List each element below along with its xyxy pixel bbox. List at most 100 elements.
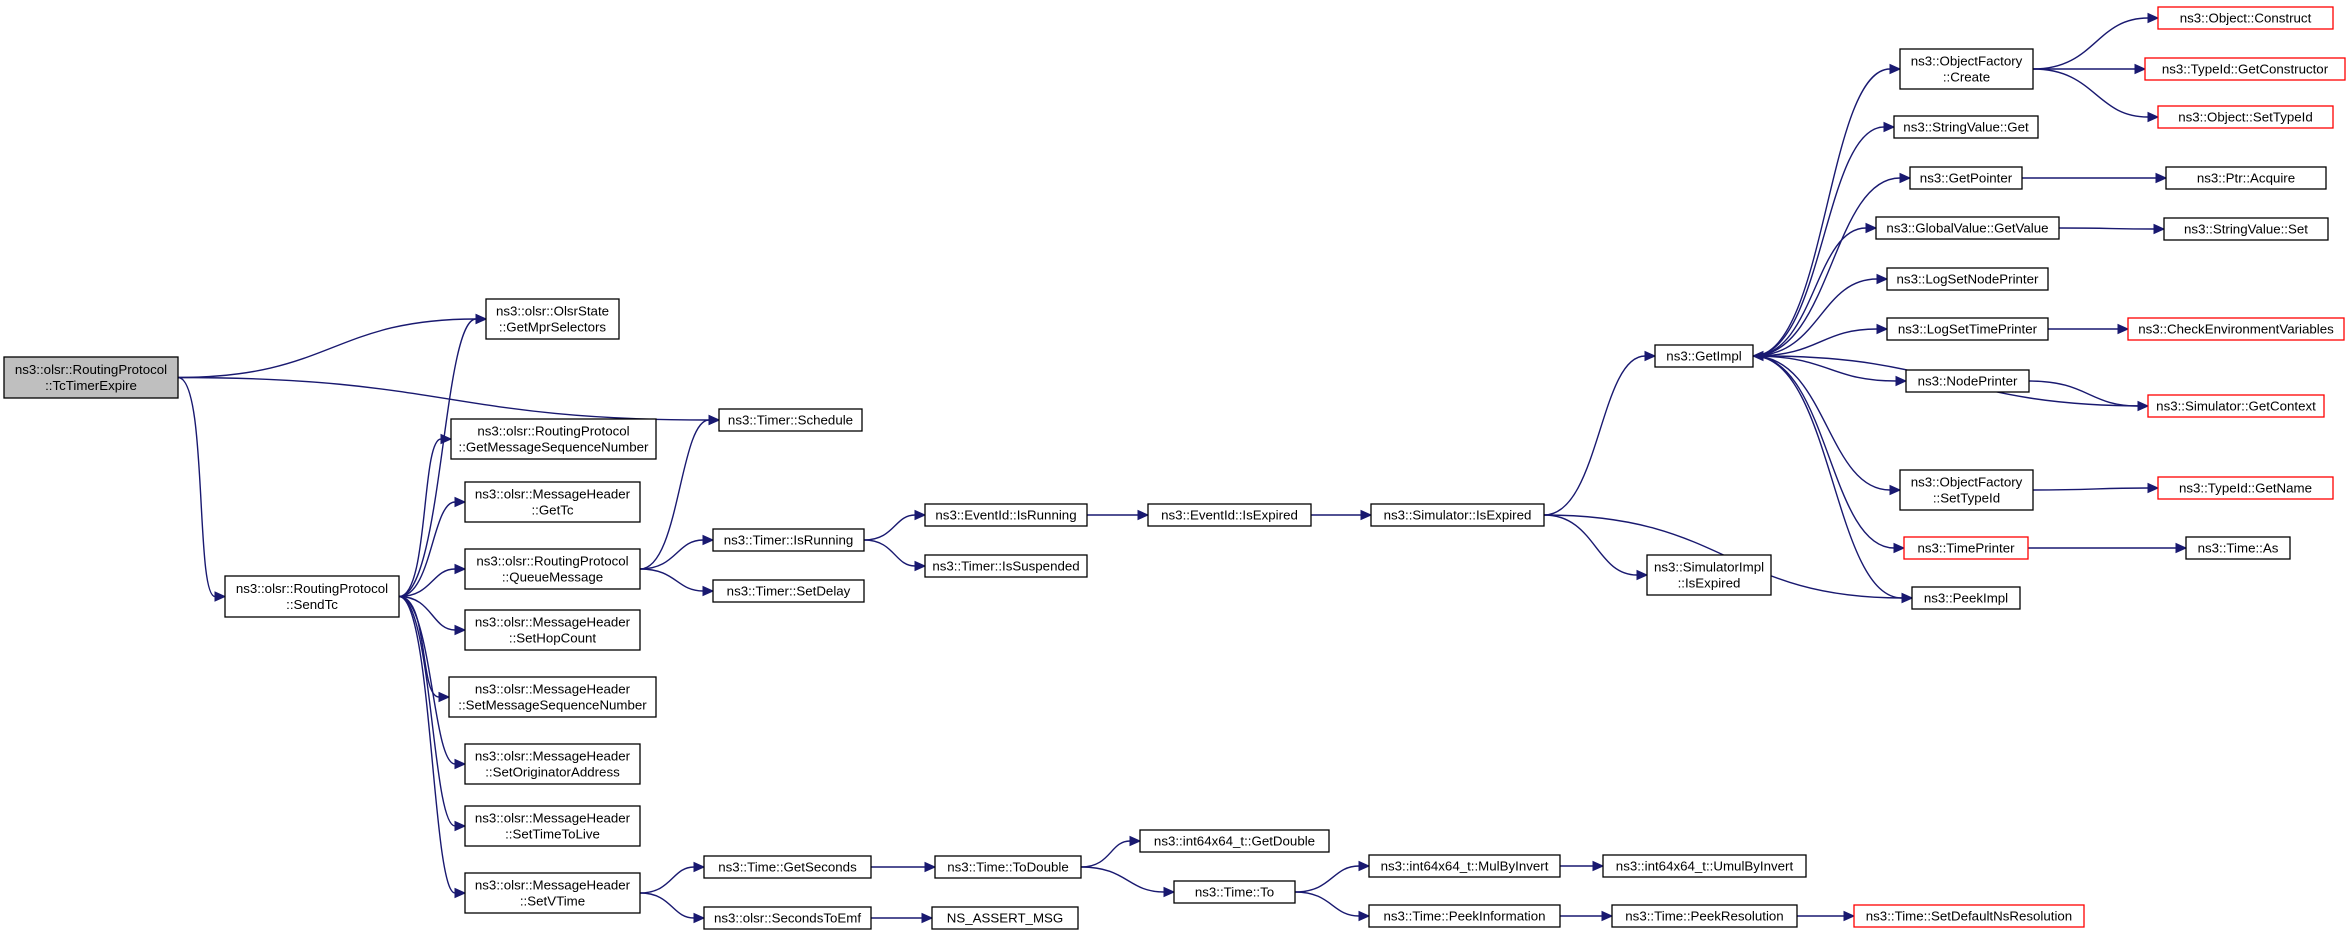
edge-timeto-peekinfo: [1294, 891, 1371, 922]
edge-getimpl-ofsettid: [1752, 355, 1902, 496]
edge-lstp-checkenv: [2048, 323, 2130, 335]
arrowhead: [2147, 482, 2160, 494]
node-mpr[interactable]: ns3::olsr::OlsrState::GetMprSelectors: [485, 298, 620, 340]
node-nsassert[interactable]: NS_ASSERT_MSG: [931, 906, 1079, 930]
edge-line: [2032, 68, 2149, 118]
node-box: [2185, 536, 2291, 560]
edge-qmsg-sched: [639, 414, 721, 570]
node-lstp[interactable]: ns3::LogSetTimePrinter: [1886, 317, 2049, 341]
edge-line: [2028, 380, 2139, 407]
node-checkenv[interactable]: ns3::CheckEnvironmentVariables: [2127, 317, 2345, 341]
node-objconstruct[interactable]: ns3::Object::Construct: [2157, 6, 2334, 30]
arrowhead: [2153, 223, 2166, 235]
node-label: ::SetHopCount: [509, 631, 597, 646]
node-timepr[interactable]: ns3::TimePrinter: [1903, 536, 2029, 560]
node-tidgetname[interactable]: ns3::TypeId::GetName: [2157, 476, 2334, 500]
node-sched[interactable]: ns3::Timer::Schedule: [718, 408, 863, 432]
edge-simexp-simimplexp: [1543, 514, 1649, 581]
edge-line: [639, 866, 695, 894]
edge-simexp-getimpl: [1543, 350, 1657, 516]
node-tidgetctor[interactable]: ns3::TypeId::GetConstructor: [2144, 57, 2346, 81]
node-peekimpl[interactable]: ns3::PeekImpl: [1911, 586, 2021, 610]
node-objsettid[interactable]: ns3::Object::SetTypeId: [2157, 105, 2334, 129]
node-timeto[interactable]: ns3::Time::To: [1173, 880, 1296, 904]
node-eidrun[interactable]: ns3::EventId::IsRunning: [924, 503, 1088, 527]
node-box: [1173, 880, 1296, 904]
node-gvget[interactable]: ns3::GlobalValue::GetValue: [1875, 216, 2060, 240]
node-box: [1602, 854, 1807, 878]
edge-ofcreate-objsettid: [2032, 68, 2160, 123]
node-timeas[interactable]: ns3::Time::As: [2185, 536, 2291, 560]
node-gmsn[interactable]: ns3::olsr::RoutingProtocol::GetMessageSe…: [450, 418, 657, 460]
node-sec2emf[interactable]: ns3::olsr::SecondsToEmf: [703, 906, 872, 930]
edge-sendtc-gmsn: [398, 433, 453, 598]
node-box: [485, 298, 620, 340]
node-ttl[interactable]: ns3::olsr::MessageHeader::SetTimeToLive: [464, 805, 641, 847]
node-box: [464, 743, 641, 785]
edge-vtime-sec2emf: [639, 892, 706, 924]
node-svset[interactable]: ns3::StringValue::Set: [2163, 217, 2329, 241]
node-smsn[interactable]: ns3::olsr::MessageHeader::SetMessageSequ…: [448, 676, 657, 718]
node-label: ns3::Timer::IsRunning: [724, 533, 854, 548]
node-mulbyinv[interactable]: ns3::int64x64_t::MulByInvert: [1368, 854, 1561, 878]
arrowhead: [924, 861, 937, 873]
node-box: [712, 579, 865, 603]
edge-qmsg-isrun: [639, 534, 715, 570]
node-simgetctx[interactable]: ns3::Simulator::GetContext: [2147, 394, 2325, 418]
edge-peekinfo-peekres: [1559, 910, 1614, 922]
node-issusp[interactable]: ns3::Timer::IsSuspended: [924, 554, 1088, 578]
node-eidexp[interactable]: ns3::EventId::IsExpired: [1147, 503, 1312, 527]
node-sendtc[interactable]: ns3::olsr::RoutingProtocol::SendTc: [224, 575, 400, 618]
arrowhead: [2155, 172, 2168, 184]
node-label: ns3::ObjectFactory: [1911, 54, 2023, 69]
node-peekinfo[interactable]: ns3::Time::PeekInformation: [1368, 904, 1561, 928]
node-ptracq[interactable]: ns3::Ptr::Acquire: [2165, 166, 2327, 190]
node-label: ns3::CheckEnvironmentVariables: [2138, 322, 2334, 337]
node-gettc[interactable]: ns3::olsr::MessageHeader::GetTc: [464, 481, 641, 523]
node-umulbyinv[interactable]: ns3::int64x64_t::UmulByInvert: [1602, 854, 1807, 878]
node-vtime[interactable]: ns3::olsr::MessageHeader::SetVTime: [464, 872, 641, 914]
node-label: ns3::Time::ToDouble: [947, 860, 1068, 875]
edge-line: [1294, 865, 1360, 893]
node-peekres[interactable]: ns3::Time::PeekResolution: [1611, 904, 1798, 928]
node-delay[interactable]: ns3::Timer::SetDelay: [712, 579, 865, 603]
node-svget[interactable]: ns3::StringValue::Get: [1893, 115, 2039, 139]
node-getptr[interactable]: ns3::GetPointer: [1909, 166, 2023, 190]
node-getdouble[interactable]: ns3::int64x64_t::GetDouble: [1139, 829, 1330, 853]
edge-line: [1080, 866, 1165, 893]
edge-getimpl-nodepr: [1752, 355, 1908, 387]
node-label: ns3::Simulator::IsExpired: [1384, 508, 1532, 523]
node-lsnp[interactable]: ns3::LogSetNodePrinter: [1886, 267, 2049, 291]
node-label: ns3::olsr::MessageHeader: [475, 749, 631, 764]
node-qmsg[interactable]: ns3::olsr::RoutingProtocol::QueueMessage: [464, 548, 641, 590]
node-todouble[interactable]: ns3::Time::ToDouble: [934, 855, 1082, 879]
edge-todouble-getdouble: [1080, 835, 1142, 868]
node-simexp[interactable]: ns3::Simulator::IsExpired: [1370, 503, 1545, 527]
node-box: [2163, 217, 2329, 241]
edge-line: [398, 595, 456, 894]
node-getimpl[interactable]: ns3::GetImpl: [1654, 344, 1754, 368]
arrowhead: [454, 563, 467, 575]
edges-layer: [177, 12, 2188, 924]
edge-line: [639, 419, 710, 570]
edge-line: [177, 376, 216, 598]
node-getsec[interactable]: ns3::Time::GetSeconds: [703, 855, 872, 879]
arrowhead: [1358, 910, 1371, 922]
node-label: ns3::olsr::MessageHeader: [475, 682, 631, 697]
node-isrun[interactable]: ns3::Timer::IsRunning: [712, 528, 865, 552]
node-orig[interactable]: ns3::olsr::MessageHeader::SetOriginatorA…: [464, 743, 641, 785]
node-box: [2144, 57, 2346, 81]
node-label: ::SetMessageSequenceNumber: [458, 698, 647, 713]
node-ofcreate[interactable]: ns3::ObjectFactory::Create: [1899, 48, 2034, 90]
edge-sendtc-ttl: [398, 595, 467, 832]
node-box: [2157, 476, 2334, 500]
node-nodepr[interactable]: ns3::NodePrinter: [1905, 369, 2030, 393]
node-ofsettid[interactable]: ns3::ObjectFactory::SetTypeId: [1899, 469, 2034, 511]
edge-getimpl-getptr: [1752, 172, 1912, 357]
node-setdefres[interactable]: ns3::Time::SetDefaultNsResolution: [1853, 904, 2085, 928]
edge-sendtc-mpr: [398, 313, 488, 598]
node-simimplexp[interactable]: ns3::SimulatorImpl::IsExpired: [1646, 554, 1772, 596]
node-label: ns3::Time::SetDefaultNsResolution: [1866, 909, 2072, 924]
node-hop[interactable]: ns3::olsr::MessageHeader::SetHopCount: [464, 609, 641, 651]
